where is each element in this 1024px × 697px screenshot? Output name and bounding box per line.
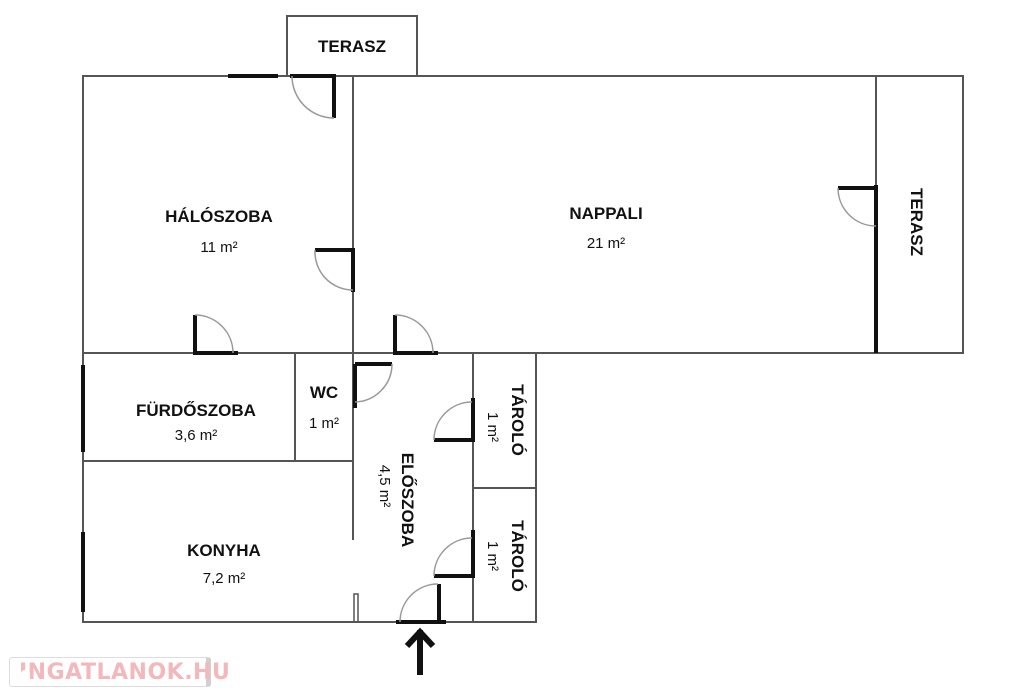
thick-walls <box>81 74 878 612</box>
room-area-tarolo-2: 1 m² <box>484 541 501 571</box>
entrance-arrow-icon <box>404 627 436 675</box>
room-label-tarolo-1: TÁROLÓ <box>508 384 527 456</box>
room-label-terasz-right: TERASZ <box>907 188 926 256</box>
watermark-text: INGATLANOK.HU <box>19 659 231 685</box>
door-tarolo2 <box>433 530 475 578</box>
door-halo-hall <box>193 314 238 355</box>
upper-outline <box>82 75 964 354</box>
door-wc <box>353 362 393 408</box>
door-entrance <box>396 583 446 624</box>
room-area-haloszoba: 11 m² <box>200 239 237 256</box>
room-label-wc: WC <box>310 383 338 402</box>
door-tarolo1 <box>433 398 475 442</box>
room-area-nappali: 21 m² <box>587 235 625 252</box>
room-label-nappali: NAPPALI <box>569 204 642 223</box>
room-label-terasz-top: TERASZ <box>318 37 386 56</box>
room-label-furdoszoba: FÜRDŐSZOBA <box>136 401 256 420</box>
room-label-haloszoba: HÁLÓSZOBA <box>165 207 273 226</box>
doors <box>193 74 877 624</box>
room-area-furdoszoba: 3,6 m² <box>175 427 218 444</box>
room-area-eloszoba: 4,5 m² <box>376 465 393 508</box>
door-terasz-top <box>290 74 336 119</box>
door-halo-nappali <box>314 248 355 292</box>
room-label-konyha: KONYHA <box>187 541 261 560</box>
watermark-logo: INGATLANOK.HU <box>9 657 230 687</box>
door-terasz-right <box>837 186 877 227</box>
door-nappali-hall <box>393 314 438 355</box>
room-label-tarolo-2: TÁROLÓ <box>508 520 527 592</box>
room-label-eloszoba: ELŐSZOBA <box>398 453 417 547</box>
room-area-wc: 1 m² <box>309 415 339 432</box>
room-area-konyha: 7,2 m² <box>203 570 246 587</box>
room-area-tarolo-1: 1 m² <box>484 412 501 442</box>
